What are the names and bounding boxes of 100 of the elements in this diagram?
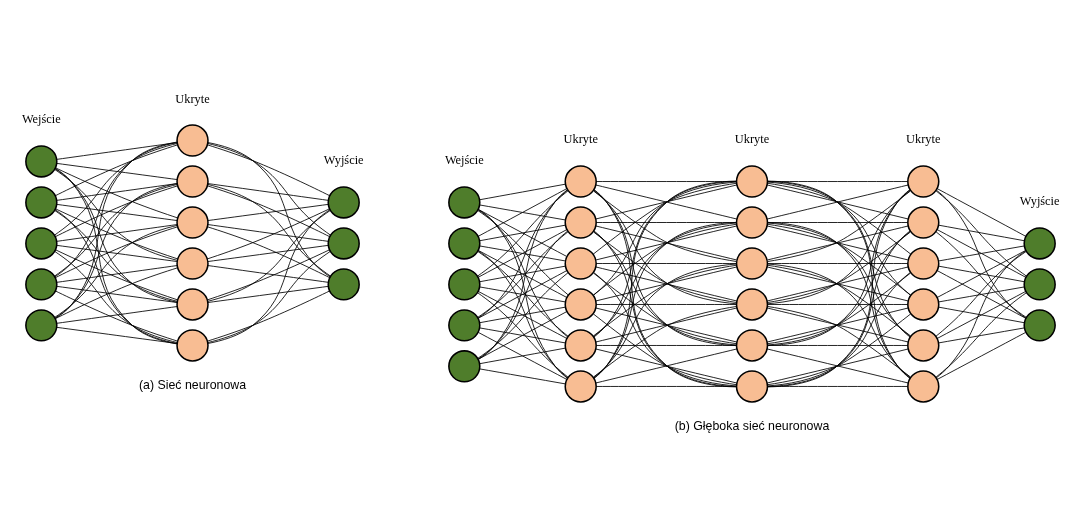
label: Ukryte [734, 131, 770, 146]
connector [592, 312, 737, 385]
connector [477, 271, 569, 359]
node-circle [1023, 267, 1056, 301]
connector [207, 209, 331, 302]
connector [54, 290, 179, 342]
connector [938, 286, 1025, 302]
connector [207, 250, 331, 343]
node-circle [25, 267, 58, 301]
node-circle [176, 287, 209, 321]
connector [477, 230, 569, 359]
connector [56, 305, 178, 324]
connector [595, 184, 738, 219]
connector [477, 189, 569, 276]
connector [56, 244, 178, 262]
node-circle [448, 185, 481, 219]
connector [477, 209, 569, 295]
node-circle [907, 369, 940, 403]
connector [766, 266, 909, 301]
connector [54, 250, 178, 343]
connector [936, 228, 1027, 278]
connector [767, 344, 909, 346]
connector [477, 208, 567, 257]
connector [477, 188, 568, 360]
connector [767, 303, 909, 305]
connector [207, 285, 329, 303]
connector [935, 230, 1027, 318]
connector [477, 331, 567, 380]
connector [479, 347, 566, 364]
node-circle [735, 287, 769, 321]
label: Ukryte [175, 91, 210, 105]
connector [479, 327, 566, 343]
node-circle [25, 144, 58, 178]
connector [595, 262, 737, 264]
connector [766, 348, 909, 383]
connector [767, 264, 912, 337]
connector [479, 224, 566, 241]
connector [938, 306, 1025, 323]
connector [767, 182, 912, 255]
label: Wejście [444, 152, 484, 167]
connector [477, 290, 567, 339]
node-circle [564, 246, 597, 280]
node-circle [327, 226, 360, 260]
connector [767, 230, 911, 303]
connector [477, 291, 569, 378]
connector [766, 225, 909, 260]
connector [592, 182, 737, 255]
connector [592, 264, 737, 337]
connector [54, 225, 179, 278]
connector [595, 266, 738, 301]
node-circle [448, 226, 481, 260]
connector [766, 184, 909, 219]
node-circle [1023, 308, 1056, 342]
node-circle [25, 308, 58, 342]
connector [592, 271, 737, 344]
label: Ukryte [906, 131, 941, 146]
connector [935, 291, 1027, 378]
connector [477, 249, 569, 378]
node-circle [735, 369, 769, 403]
connector [479, 286, 566, 302]
connector [935, 249, 1027, 378]
node-circle [176, 246, 209, 280]
connector [206, 184, 331, 237]
connector [595, 307, 738, 342]
connector [55, 167, 179, 218]
connector [767, 262, 909, 264]
connector [595, 344, 737, 346]
node-circle [564, 328, 597, 362]
connector [767, 305, 911, 377]
connector [938, 327, 1025, 343]
connector [54, 142, 178, 236]
connector [477, 189, 569, 318]
node-circle [327, 267, 360, 301]
connector [938, 245, 1025, 261]
node-circle [25, 185, 58, 219]
connector [593, 230, 737, 303]
label: Wyjście [1019, 193, 1060, 208]
connector [477, 208, 568, 379]
node-circle [907, 164, 940, 198]
node-circle [564, 287, 597, 321]
connector [206, 207, 330, 259]
connector [477, 228, 568, 278]
node-circle [176, 328, 209, 362]
node-circle [564, 369, 597, 403]
connector [207, 182, 329, 201]
node-circle [25, 226, 58, 260]
connector [936, 331, 1026, 380]
connector [207, 208, 331, 344]
connector [593, 305, 737, 377]
connector [595, 303, 737, 305]
connector [935, 189, 1027, 276]
connector [56, 285, 178, 303]
node-circle [448, 308, 481, 342]
connector [592, 223, 737, 296]
connector [938, 224, 1025, 241]
connector [766, 307, 909, 342]
connector [206, 143, 331, 196]
node-circle [907, 328, 940, 362]
connector [936, 290, 1026, 339]
node-circle [735, 164, 769, 198]
